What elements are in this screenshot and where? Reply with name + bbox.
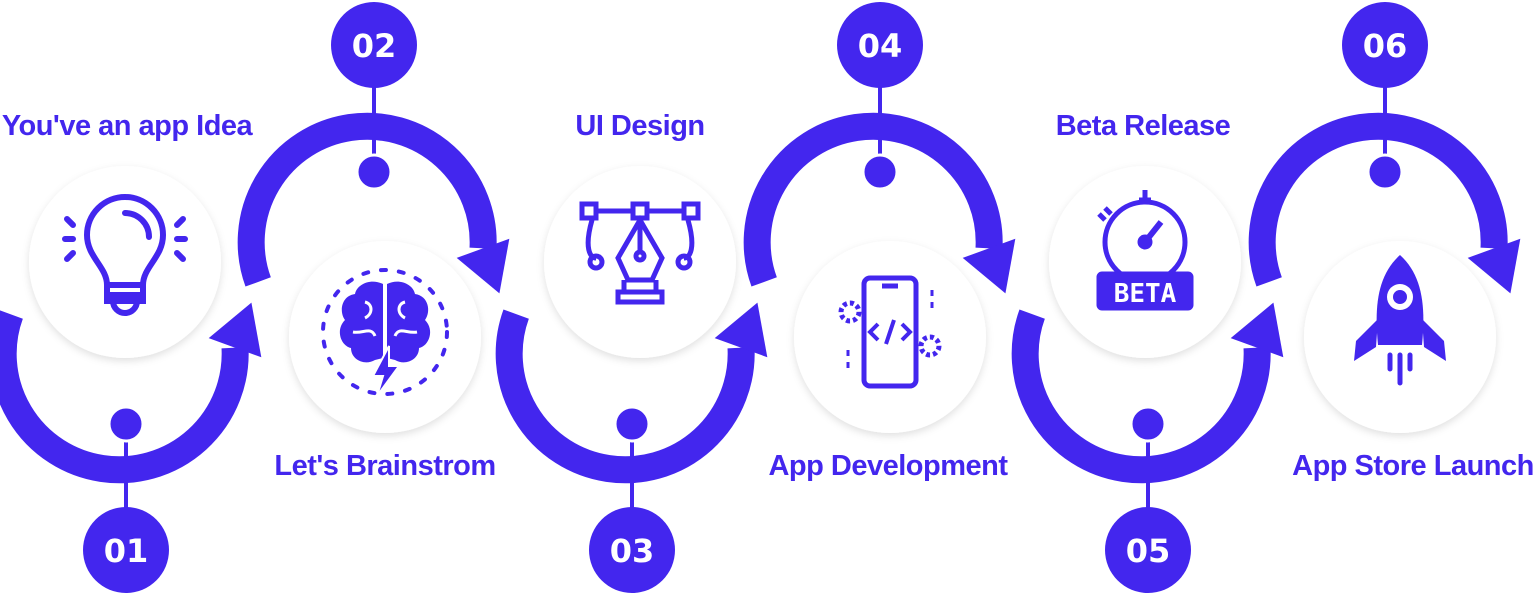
- flow-arc-top-2: [743, 112, 1003, 287]
- step-label-05: Beta Release: [1056, 110, 1231, 142]
- step-label-04: App Development: [768, 450, 1008, 482]
- mobile-code-icon: [838, 275, 942, 389]
- node-01: [107, 405, 145, 443]
- badge-01: [83, 507, 169, 593]
- step-2-circle: [289, 241, 481, 433]
- rocket-icon: [1354, 255, 1446, 386]
- lightbulb-icon: [62, 194, 188, 316]
- badge-03: [589, 507, 675, 593]
- step-1-circle: [29, 166, 221, 358]
- pen-tool-icon: [579, 201, 701, 305]
- arrowhead-icon: [1467, 238, 1521, 294]
- step-number-06: 06: [1363, 27, 1408, 65]
- flow-arc-top-1: [237, 112, 497, 287]
- badge-02: [331, 2, 417, 88]
- badge-04: [837, 2, 923, 88]
- step-label-06: App Store Launch: [1292, 450, 1534, 482]
- arrowhead-icon: [714, 302, 768, 358]
- flow-arc-bottom-3: [1011, 309, 1271, 484]
- arrowhead-icon: [1230, 302, 1284, 358]
- arrowhead-icon: [456, 238, 510, 294]
- arrowhead-icon: [962, 238, 1016, 294]
- step-number-03: 03: [610, 532, 655, 570]
- step-label-03: UI Design: [575, 110, 704, 142]
- beta-badge-text: BETA: [1114, 279, 1177, 309]
- brain-icon: [321, 268, 449, 397]
- node-06: [1366, 153, 1404, 191]
- node-05: [1129, 405, 1167, 443]
- step-number-01: 01: [104, 532, 149, 570]
- step-label-02: Let's Brainstrom: [274, 450, 495, 482]
- badge-06: [1342, 2, 1428, 88]
- step-number-05: 05: [1126, 532, 1171, 570]
- node-03: [613, 405, 651, 443]
- flow-arc-top-3: [1248, 112, 1508, 287]
- arrowhead-icon: [208, 302, 262, 358]
- step-label-01: You've an app Idea: [2, 110, 254, 142]
- node-02: [355, 153, 393, 191]
- flow-arc-bottom-2: [495, 309, 755, 484]
- badge-05: [1105, 507, 1191, 593]
- step-5-circle: [1049, 166, 1241, 358]
- flow-arc-bottom-1: [0, 310, 249, 484]
- stopwatch-beta-icon: BETA: [1096, 190, 1194, 311]
- step-number-04: 04: [858, 27, 903, 65]
- step-number-02: 02: [352, 27, 397, 65]
- node-04: [861, 153, 899, 191]
